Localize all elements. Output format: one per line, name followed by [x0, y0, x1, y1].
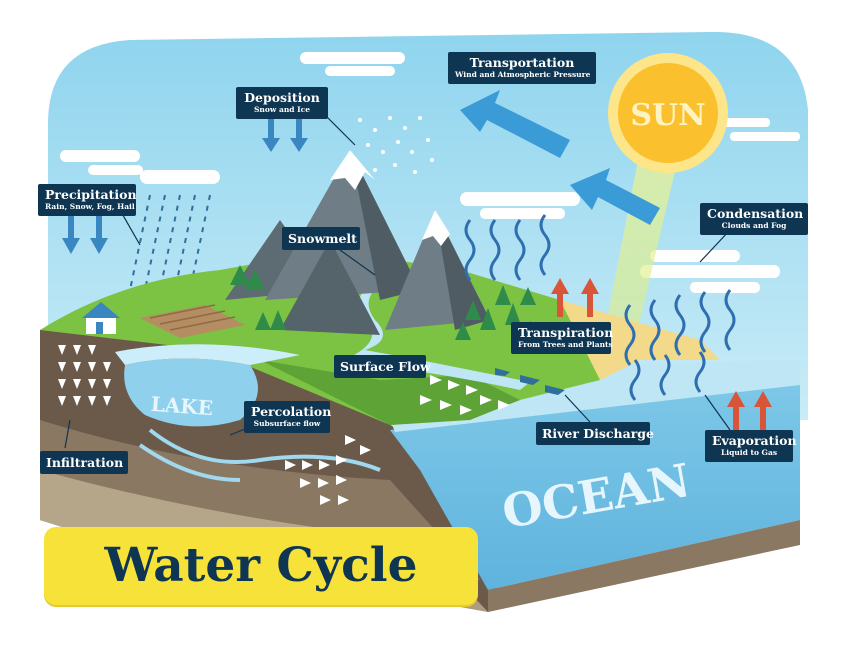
infiltration-arrows: [58, 345, 111, 406]
deposition-label: Deposition Snow and Ice: [236, 87, 328, 119]
title-banner: Water Cycle: [44, 527, 478, 605]
farm-field: [140, 305, 245, 338]
house-icon: [82, 302, 120, 334]
evaporation-red-arrows: [727, 391, 772, 430]
infiltration-label: Infiltration: [40, 451, 128, 474]
lake-label: LAKE: [150, 392, 214, 420]
lake-top: [115, 344, 300, 365]
transportation-label: Transportation Wind and Atmospheric Pres…: [448, 52, 596, 84]
snow-particles: [353, 116, 434, 174]
sun-icon: [608, 53, 728, 173]
precipitation-arrows: [62, 215, 108, 254]
transpiration-label: Transpiration From Trees and Plants: [511, 322, 613, 354]
farm-rows: [149, 304, 236, 331]
beach: [560, 300, 720, 380]
surface-flow-label: Surface Flow: [334, 355, 431, 378]
river-discharge-arrows: [495, 368, 565, 395]
snowmelt-label: Snowmelt: [282, 227, 360, 250]
transpiration-red-arrows: [551, 278, 599, 317]
ocean-front: [390, 380, 800, 590]
percolation-flow: [138, 428, 381, 482]
surface-flow-arrows: [420, 375, 510, 415]
pointer-lines: [64, 109, 731, 449]
clouds: [60, 52, 800, 293]
trees: [230, 265, 536, 340]
transportation-arrows: [460, 90, 660, 225]
sun-label: SUN: [630, 98, 705, 133]
river-discharge-label: River Discharge: [536, 422, 654, 445]
evaporation-label: Evaporation Liquid to Gas: [705, 430, 797, 462]
percolation-arrows: [285, 435, 371, 505]
evaporation-squiggles: [464, 214, 736, 401]
precipitation-label: Precipitation Rain, Snow, Fog, Hail: [38, 184, 137, 216]
ocean-bottom: [488, 520, 800, 612]
percolation-label: Percolation Subsurface flow: [244, 401, 331, 433]
lake: [124, 358, 258, 427]
page-title: Water Cycle: [104, 538, 418, 593]
condensation-label: Condensation Clouds and Fog: [700, 203, 808, 235]
deposition-arrows: [262, 118, 308, 152]
